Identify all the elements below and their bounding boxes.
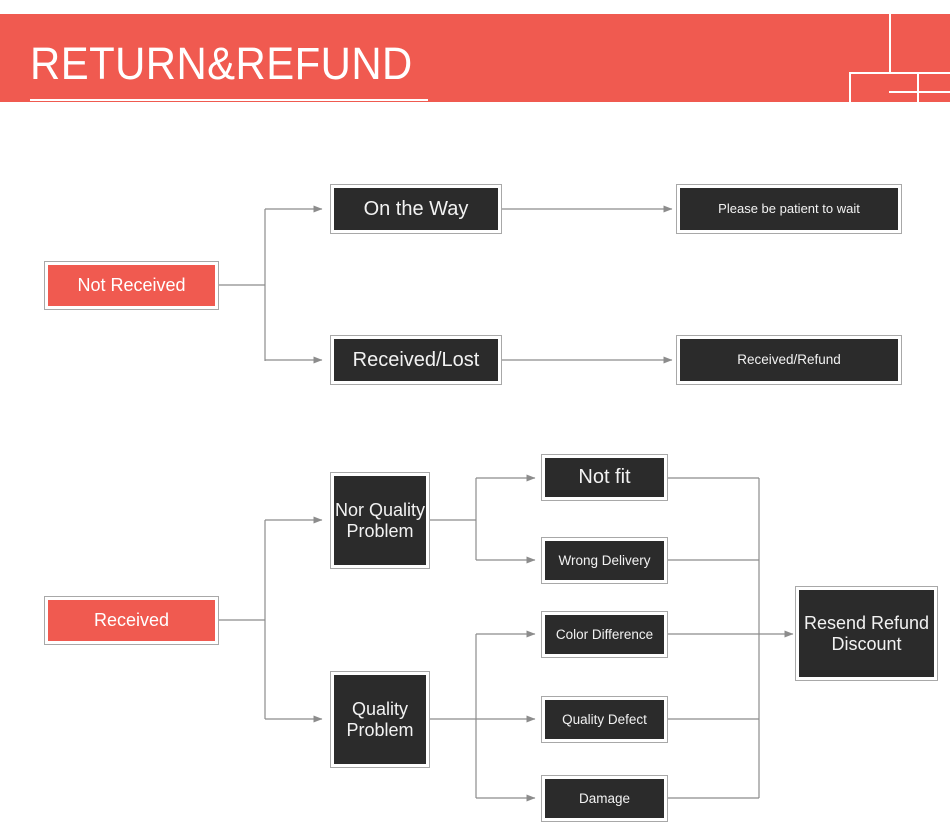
page-header: RETURN&REFUND bbox=[0, 14, 950, 102]
node-received-refund-label: Received/Refund bbox=[680, 339, 898, 381]
node-quality-defect-label: Quality Defect bbox=[545, 700, 664, 739]
header-decoration-line bbox=[889, 91, 950, 93]
node-received-lost-label: Received/Lost bbox=[334, 339, 498, 381]
connector-lines bbox=[219, 205, 794, 802]
node-received-lost[interactable]: Received/Lost bbox=[330, 335, 502, 385]
node-not-fit-label: Not fit bbox=[545, 458, 664, 497]
node-quality-defect[interactable]: Quality Defect bbox=[541, 696, 668, 743]
node-damage-label: Damage bbox=[545, 779, 664, 818]
node-quality-problem-label: Quality Problem bbox=[334, 675, 426, 764]
node-received-refund[interactable]: Received/Refund bbox=[676, 335, 902, 385]
node-received-label: Received bbox=[48, 600, 215, 641]
node-damage[interactable]: Damage bbox=[541, 775, 668, 822]
node-received[interactable]: Received bbox=[44, 596, 219, 645]
node-color-difference[interactable]: Color Difference bbox=[541, 611, 668, 658]
node-color-difference-label: Color Difference bbox=[545, 615, 664, 654]
node-not-received-label: Not Received bbox=[48, 265, 215, 306]
node-wrong-delivery[interactable]: Wrong Delivery bbox=[541, 537, 668, 584]
header-decoration-square-bottom bbox=[849, 72, 919, 102]
node-on-the-way-label: On the Way bbox=[334, 188, 498, 230]
header-decoration-square-top bbox=[889, 14, 950, 74]
title-underline bbox=[30, 99, 428, 101]
node-please-be-patient-to-wait[interactable]: Please be patient to wait bbox=[676, 184, 902, 234]
node-on-the-way[interactable]: On the Way bbox=[330, 184, 502, 234]
node-quality-problem[interactable]: Quality Problem bbox=[330, 671, 430, 768]
node-nor-quality-problem-label: Nor Quality Problem bbox=[334, 476, 426, 565]
flowchart-canvas: Not Received On the Way Please be patien… bbox=[0, 102, 950, 836]
node-please-be-patient-to-wait-label: Please be patient to wait bbox=[680, 188, 898, 230]
page-title: RETURN&REFUND bbox=[30, 38, 413, 89]
node-not-received[interactable]: Not Received bbox=[44, 261, 219, 310]
node-resend-refund-discount-label: Resend Refund Discount bbox=[799, 590, 934, 677]
node-resend-refund-discount[interactable]: Resend Refund Discount bbox=[795, 586, 938, 681]
node-not-fit[interactable]: Not fit bbox=[541, 454, 668, 501]
node-wrong-delivery-label: Wrong Delivery bbox=[545, 541, 664, 580]
node-nor-quality-problem[interactable]: Nor Quality Problem bbox=[330, 472, 430, 569]
